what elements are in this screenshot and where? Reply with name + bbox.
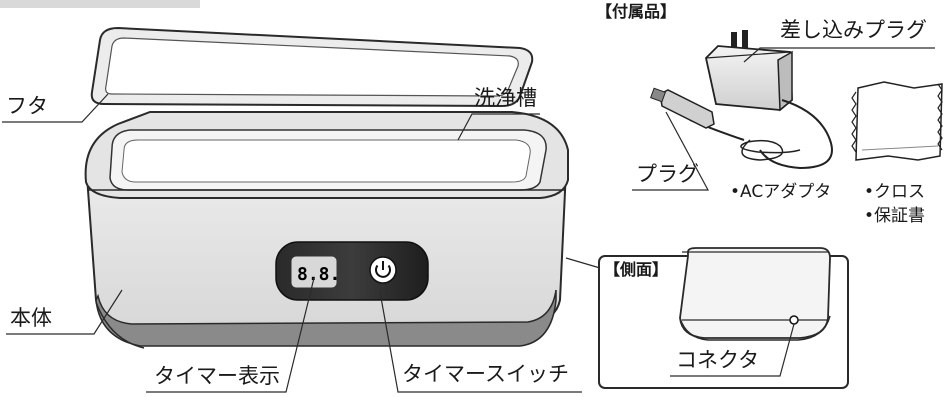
- lid-label: フタ: [6, 94, 48, 118]
- accessories-heading: 【付属品】: [596, 2, 677, 21]
- connector-port-icon: [789, 315, 799, 325]
- accessory-leader-lines: [632, 47, 935, 191]
- warranty-label: •保証書: [864, 206, 926, 226]
- leader-lines: [2, 93, 601, 393]
- timer-display-label: タイマー表示: [154, 364, 280, 388]
- adapter-label: •ACアダプタ: [730, 182, 832, 202]
- tank-label: 洗浄槽: [474, 86, 537, 110]
- connector-label: コネクタ: [676, 348, 760, 372]
- timer-display-digits: 8.8.: [297, 264, 340, 285]
- timer-switch-label: タイマースイッチ: [402, 362, 569, 386]
- cloth-illustration: [851, 81, 943, 161]
- cloth-label: •クロス: [864, 182, 926, 202]
- plug-label: プラグ: [636, 162, 699, 186]
- lid-illustration: [90, 26, 534, 108]
- power-icon: [375, 264, 391, 278]
- side-view-heading: 【側面】: [604, 260, 669, 279]
- timer-display-screen: [291, 256, 337, 288]
- main-body-illustration: 8.8.: [84, 111, 569, 349]
- plug-insert-label: 差し込みプラグ: [780, 18, 927, 42]
- side-view-illustration: [679, 247, 831, 341]
- header-bar: [0, 0, 200, 8]
- connector-leader-line: [670, 323, 795, 377]
- body-label: 本体: [10, 306, 52, 330]
- ac-adapter-illustration: [650, 30, 833, 170]
